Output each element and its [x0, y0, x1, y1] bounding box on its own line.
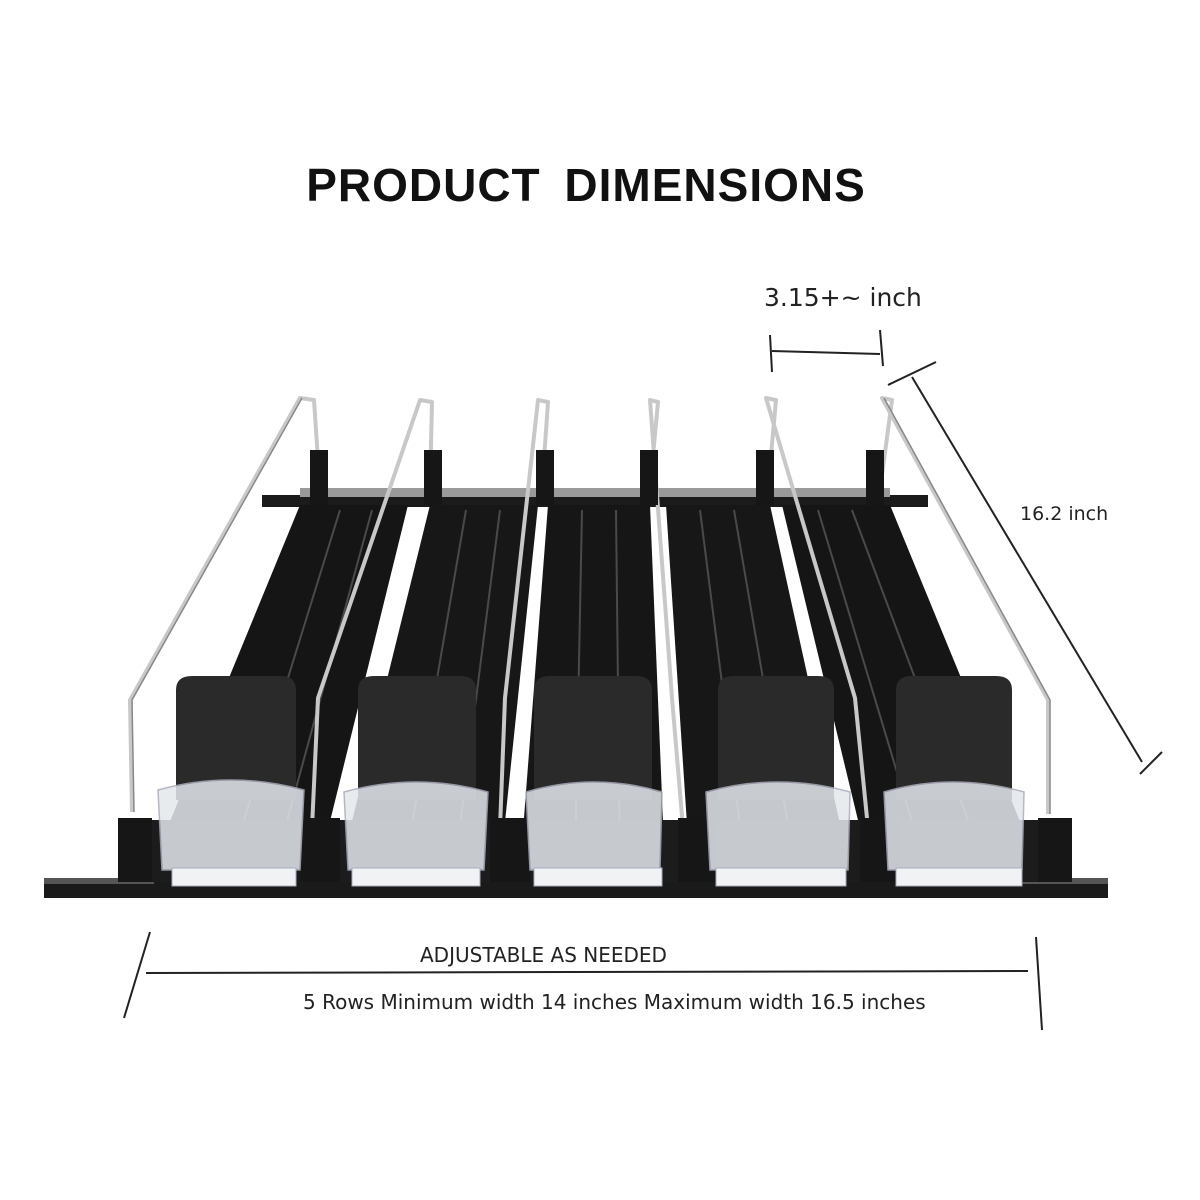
total-width-dimension-line [123, 931, 1043, 1031]
width-range-label: 5 Rows Minimum width 14 inches Maximum w… [303, 990, 926, 1014]
pusher-lane-3 [525, 676, 663, 887]
pushers [157, 676, 1025, 887]
depth-dimension-line [887, 361, 1163, 775]
back-rail [262, 488, 928, 507]
adjustable-label: ADJUSTABLE AS NEEDED [420, 943, 667, 967]
pusher-lane-2 [343, 676, 489, 887]
lane-width-dimension-line [769, 329, 884, 373]
pusher-lane-4 [705, 676, 851, 887]
wire-dividers [128, 396, 1050, 829]
pusher-lane-1 [157, 676, 305, 887]
page-title: PRODUCT DIMENSIONS [306, 159, 866, 211]
depth-label: 16.2 inch [1020, 503, 1109, 525]
pusher-lane-5 [883, 676, 1025, 887]
lane-width-label: 3.15+~ inch [764, 283, 922, 312]
